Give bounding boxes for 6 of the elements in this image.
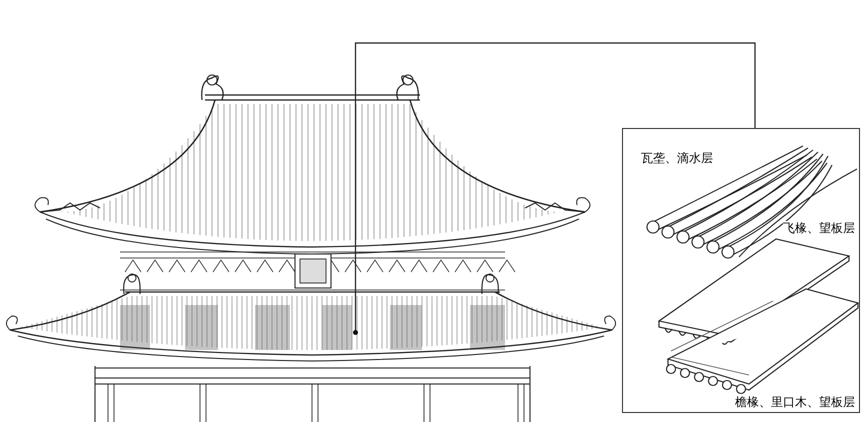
layer-label: 檐椽、里口木、望板层 [735, 395, 855, 409]
inset-panel [622, 128, 860, 413]
layer-label: 瓦垄、滴水层 [641, 151, 713, 165]
pointer-dot [353, 330, 358, 335]
layer-label: 飞椽、望板层 [783, 221, 855, 235]
leader-line [354, 42, 756, 330]
